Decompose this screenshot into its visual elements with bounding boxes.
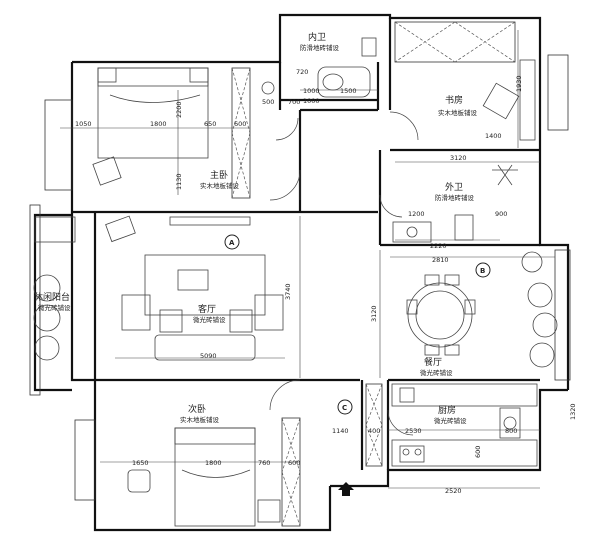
room-name-bedroom2: 次卧 — [188, 403, 206, 415]
dim-label: 1200 — [408, 210, 425, 218]
dim-label: 500 — [262, 98, 274, 106]
dim-label: 2220 — [430, 242, 447, 250]
dim-label: 1320 — [569, 403, 577, 420]
dim-label: 3120 — [370, 305, 378, 322]
dim-label: 3740 — [284, 283, 292, 300]
furniture — [33, 37, 558, 527]
entrance-arrow-icon — [338, 482, 354, 496]
room-name-living: 客厅 — [198, 303, 216, 315]
dim-label: 1050 — [75, 120, 92, 128]
room-floor-dining: 微光砖铺设 — [420, 368, 453, 377]
dim-label: 700 — [288, 98, 300, 106]
dim-label: 1140 — [332, 427, 349, 435]
dim-label: 1000 — [303, 97, 320, 105]
room-name-balcony: 休闲阳台 — [34, 291, 70, 303]
dim-label: 720 — [296, 68, 308, 76]
room-labels: 内卫 防滑地砖铺设 书房 实木地板铺设 主卧 实木地板铺设 外卫 防滑地砖铺设 … — [34, 31, 478, 425]
room-name-dining: 餐厅 — [424, 356, 442, 368]
room-floor-balcony: 微光砖铺设 — [38, 303, 71, 312]
section-markers: A B C — [224, 234, 491, 415]
room-name-kitchen: 厨房 — [438, 404, 456, 416]
marker-a — [224, 234, 240, 250]
dim-label: 650 — [204, 120, 216, 128]
room-name-study: 书房 — [445, 94, 463, 106]
dim-label: 760 — [258, 459, 270, 467]
dim-label: 1130 — [175, 173, 183, 190]
dim-label: 600 — [234, 120, 246, 128]
marker-c — [337, 399, 353, 415]
marker-b — [475, 262, 491, 278]
dim-label: 800 — [505, 427, 517, 435]
dim-label: 2530 — [405, 427, 422, 435]
dim-label: 400 — [368, 427, 380, 435]
room-name-bath-inner: 内卫 — [308, 31, 326, 43]
dim-label: 1800 — [150, 120, 167, 128]
room-floor-bedroom2: 实木地板铺设 — [180, 415, 220, 424]
room-floor-study: 实木地板铺设 — [438, 108, 478, 117]
room-floor-bath-outer: 防滑地砖铺设 — [435, 193, 475, 202]
dimension-lines — [60, 30, 555, 489]
dim-label: 2200 — [175, 101, 183, 118]
dim-label: 1930 — [515, 75, 523, 92]
marker-b-label: B — [480, 267, 485, 275]
dim-label: 600 — [474, 446, 482, 458]
walls — [29, 13, 571, 532]
marker-a-label: A — [229, 239, 235, 247]
room-floor-master-bedroom: 实木地板铺设 — [200, 181, 240, 190]
closets — [231, 21, 516, 527]
dim-label: 1400 — [485, 132, 502, 140]
dim-label: 3120 — [450, 154, 467, 162]
dim-label: 900 — [495, 210, 507, 218]
dim-label: 1000 — [303, 87, 320, 95]
dim-label: 2520 — [445, 487, 462, 495]
room-name-bath-outer: 外卫 — [445, 181, 463, 193]
dim-label: 1500 — [340, 87, 357, 95]
room-name-master-bedroom: 主卧 — [210, 169, 228, 181]
dim-label: 600 — [288, 459, 300, 467]
dimension-labels: 720 500 700 1000 1500 1000 1050 1800 650… — [75, 68, 577, 495]
dim-label: 2810 — [432, 256, 449, 264]
dim-label: 5090 — [200, 352, 217, 360]
dim-label: 1650 — [132, 459, 149, 467]
marker-c-label: C — [342, 404, 347, 412]
doors — [269, 111, 419, 436]
room-floor-kitchen: 微光砖铺设 — [434, 416, 467, 425]
room-floor-living: 微光砖铺设 — [193, 315, 226, 324]
dim-label: 1800 — [205, 459, 222, 467]
room-floor-bath-inner: 防滑地砖铺设 — [300, 43, 340, 52]
